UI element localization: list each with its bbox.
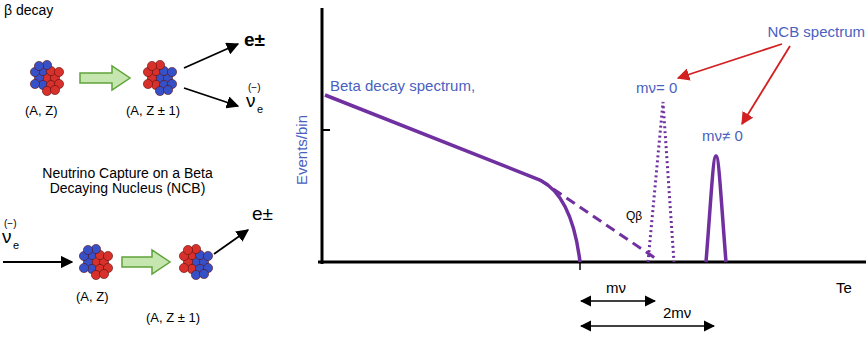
axis-tick (322, 129, 330, 131)
nucleon (163, 85, 172, 94)
dimension-arrow (581, 300, 655, 302)
nucleus-label: (A, Z) (76, 290, 109, 304)
y-axis (321, 8, 324, 264)
axis-title: Events/bin (294, 115, 311, 185)
nucleon (143, 79, 152, 88)
dimension-label: 2mν (663, 305, 691, 322)
emission-arrow (184, 44, 238, 68)
nucleon (203, 251, 212, 260)
massless-endpoint (540, 180, 655, 258)
nucleon (147, 61, 156, 70)
particle-label: ν (2, 227, 12, 248)
beta-spectrum (325, 95, 580, 262)
nucleon (50, 85, 59, 94)
endpoint-label: Qβ (626, 210, 642, 223)
curve-label: NCB spectrum (767, 24, 865, 41)
reaction-arrow (122, 250, 170, 274)
nucleon (199, 269, 208, 278)
particle-label: e± (244, 30, 265, 51)
nucleon (167, 67, 176, 76)
nucleon (103, 251, 112, 260)
nucleon (83, 245, 92, 254)
x-axis (318, 261, 866, 264)
pointer-arrow (742, 46, 790, 124)
peak-label: mν= 0 (636, 80, 677, 97)
particle-label: ν (246, 91, 256, 112)
reaction-arrow (80, 66, 130, 90)
nucleon (54, 67, 63, 76)
section-title: Neutrino Capture on a Beta Decaying Nucl… (20, 166, 235, 197)
peak-label: mν≠ 0 (702, 128, 743, 145)
nucleon (34, 61, 43, 70)
nucleon (183, 245, 192, 254)
emission-arrow (214, 230, 248, 254)
nucleus-label: (A, Z ± 1) (126, 104, 180, 118)
ncb-peak-massless (648, 102, 674, 262)
pointer-arrow (678, 44, 782, 78)
nucleon (30, 79, 39, 88)
incoming-arrow (3, 261, 72, 263)
dimension-arrow (581, 325, 714, 327)
nucleon (79, 263, 88, 272)
nucleon (179, 263, 188, 272)
dimension-label: mν (606, 280, 626, 297)
axis-tick (579, 262, 581, 270)
subscript: e (257, 103, 263, 115)
curve-label: Beta decay spectrum, (330, 78, 475, 95)
axis-title: Te (836, 280, 852, 297)
particle-label: e± (252, 204, 273, 225)
nucleon (99, 269, 108, 278)
emission-arrow (184, 88, 238, 106)
nucleus-label: (A, Z) (25, 104, 58, 118)
subscript: e (13, 239, 19, 251)
ncb-peak-massive (706, 156, 726, 262)
section-title: β decay (4, 3, 53, 18)
nucleus-label: (A, Z ± 1) (146, 311, 200, 325)
